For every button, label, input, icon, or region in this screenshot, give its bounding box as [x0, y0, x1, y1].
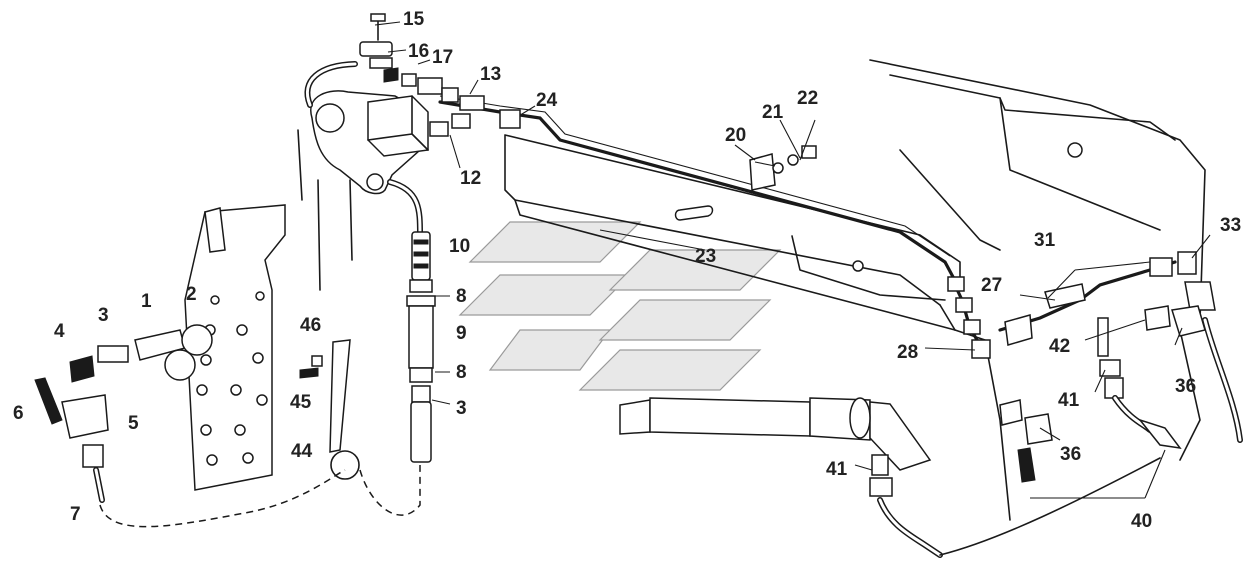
callout-3-coupler: 3	[98, 305, 109, 326]
callout-36-upper: 36	[1175, 376, 1196, 397]
callout-33: 33	[1220, 215, 1241, 236]
callout-17: 17	[432, 47, 453, 68]
callout-31: 31	[1034, 230, 1056, 251]
callout-36-lower: 36	[1060, 444, 1081, 465]
lanyard-strap	[299, 339, 360, 480]
callout-4: 4	[54, 321, 65, 342]
callout-15: 15	[403, 9, 425, 30]
callout-10: 10	[449, 236, 470, 257]
callout-8-lower: 8	[456, 362, 467, 383]
callout-46: 46	[300, 315, 321, 336]
callout-8-upper: 8	[456, 286, 467, 307]
top-fittings	[359, 13, 521, 137]
callout-1: 1	[141, 291, 152, 312]
callout-5: 5	[128, 413, 139, 434]
clamp-parts	[749, 145, 817, 191]
quick-coupler-assembly	[34, 324, 213, 503]
callout-24: 24	[536, 90, 558, 111]
callout-13: 13	[480, 64, 501, 85]
callout-41-left: 41	[826, 459, 848, 480]
callout-41-right: 41	[1058, 390, 1080, 411]
callout-44: 44	[291, 441, 313, 462]
callout-6: 6	[13, 403, 24, 424]
callout-16: 16	[408, 41, 429, 62]
callout-45: 45	[290, 392, 312, 413]
callout-23: 23	[695, 246, 716, 267]
callout-42: 42	[1049, 336, 1070, 357]
callout-12: 12	[460, 168, 481, 189]
leader-lines	[374, 21, 1211, 499]
hose-10	[304, 61, 423, 238]
callout-28: 28	[897, 342, 918, 363]
callout-22: 22	[797, 88, 818, 109]
mounting-plate-2	[184, 204, 286, 491]
dashed-routing	[99, 465, 421, 528]
callout-9: 9	[456, 323, 467, 344]
callout-7: 7	[70, 504, 81, 525]
callout-40: 40	[1131, 511, 1152, 532]
callout-20: 20	[725, 125, 746, 146]
callout-27: 27	[981, 275, 1002, 296]
callout-labels: 15 16 17 13 24 22 21 20 12 10 8 9 8 3 23…	[13, 9, 1241, 532]
callout-2: 2	[186, 284, 197, 305]
callout-3-stack: 3	[456, 398, 467, 419]
loader-frame	[297, 59, 1206, 521]
callout-21: 21	[762, 102, 784, 123]
right-hydraulic-lines	[869, 251, 1243, 558]
coupler-stack	[406, 231, 436, 463]
watermark-logo	[458, 221, 782, 391]
